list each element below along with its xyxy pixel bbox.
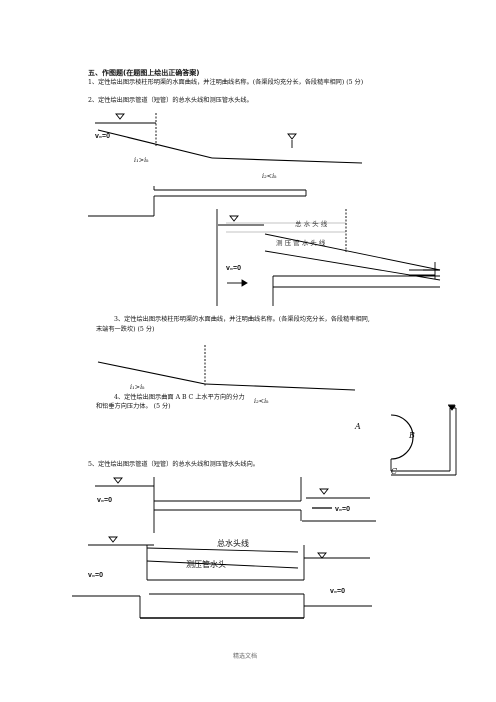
fig5-piezo-head-label: 测压管水头 bbox=[186, 560, 226, 569]
figure-2-pipe bbox=[88, 186, 441, 306]
fig3-i2-label: i₂<iₖ bbox=[254, 397, 269, 405]
question-5: 5、定性绘出图示管道（短管）的总水头线和测压管水头线向。 bbox=[88, 461, 259, 468]
fig2-piezo-head-label: 测 压 管 水 头 线 bbox=[276, 239, 326, 247]
fig2-total-head-label: 总 水 头 线 bbox=[295, 220, 328, 228]
fig2-v0-label: v₀=0 bbox=[226, 265, 242, 272]
fig5-v0-lower-right: v₀=0 bbox=[330, 588, 346, 595]
figure-5-pipe bbox=[72, 477, 376, 619]
fig1-i2-label: i₂<iₖ bbox=[262, 172, 277, 180]
question-1: 1、定性绘出图示棱柱形明渠的水面曲线，并注明曲线名称。(各渠段均充分长，各段糙率… bbox=[88, 79, 364, 86]
question-3-line2: 末端有一跌坎) (5 分) bbox=[96, 326, 155, 333]
fig5-v0-upper-right: v₀=0 bbox=[335, 506, 351, 513]
fig5-v0-upper-left: v₀=0 bbox=[97, 497, 113, 504]
figure-3-channel bbox=[97, 345, 356, 391]
figure-1-channel bbox=[95, 113, 363, 164]
figure-4-curved-surface bbox=[390, 404, 457, 476]
page-footer: 精选文档 bbox=[233, 653, 258, 660]
fig5-v0-lower-left: v₀=0 bbox=[88, 572, 104, 579]
fig1-v0-label: v₀=0 bbox=[95, 133, 111, 140]
question-4-line1: 4、定性绘出图示曲面 A B C 上水平方向的分力 bbox=[114, 394, 245, 401]
fig4-point-b: B bbox=[409, 431, 415, 440]
fig4-point-a: A bbox=[355, 422, 361, 431]
fig4-point-c: C bbox=[391, 467, 398, 476]
question-3-line1: 3、定性绘出图示棱柱形明渠的水面曲线，并注明曲线名称。(各渠段均充分长，各段糙率… bbox=[114, 316, 370, 323]
fig3-i1-label: i₁>iₖ bbox=[130, 383, 145, 391]
question-4-line2: 和铅垂方向压力体。 (5 分) bbox=[96, 403, 171, 410]
section-title: 五、作图题(在题图上绘出正确答案) bbox=[88, 69, 200, 77]
question-2: 2、定性绘出图示管道（短管）的总水头线和测压管水头线。 bbox=[88, 97, 253, 104]
fig1-i1-label: i₁>iₖ bbox=[134, 156, 149, 164]
fig5-total-head-label: 总水头线 bbox=[217, 539, 249, 548]
